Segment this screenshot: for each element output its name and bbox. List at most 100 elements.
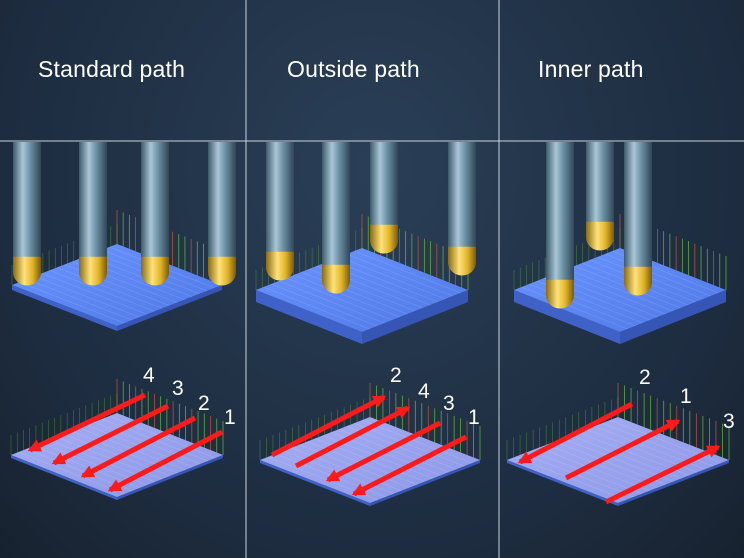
plate-top (256, 248, 468, 332)
plate-hatch (522, 453, 635, 498)
tool-shank (13, 142, 41, 263)
plate-hatch (49, 269, 155, 312)
plate-hatch (361, 419, 473, 464)
plate-hatch (286, 277, 393, 321)
plate-hatch (346, 253, 454, 297)
tool-tip (448, 246, 476, 276)
plate-side (514, 290, 620, 344)
tool-tip (586, 221, 614, 251)
tool-tip (546, 279, 574, 309)
title-standard-path: Standard path (38, 56, 186, 82)
plate-side (117, 285, 222, 331)
plate-hatch (26, 278, 133, 321)
inner-order-label: 2 (639, 366, 651, 389)
outside-order-label: 2 (390, 364, 402, 387)
plate-hatch (562, 438, 674, 482)
inner-order-label: 1 (680, 385, 692, 408)
plate-hatch (604, 253, 712, 297)
ball-end-mill-icon (13, 142, 41, 286)
outside-order-label: 4 (418, 380, 430, 403)
tool-tip (79, 256, 107, 286)
tool-shank (322, 142, 350, 271)
plate-hatch (270, 283, 378, 327)
plate-side (12, 285, 117, 331)
ball-end-mill-icon (141, 142, 169, 286)
ball-end-mill-icon (370, 142, 398, 254)
plate-side (618, 460, 729, 506)
direction-arrow-icon (564, 418, 681, 481)
title-inner-path: Inner path (538, 56, 644, 82)
tool-shank (546, 142, 574, 286)
standard-order-label: 4 (143, 364, 155, 387)
tool-tip (141, 256, 169, 286)
tool-shank (141, 142, 169, 263)
plate-hatch (263, 286, 370, 330)
plate-side (260, 460, 370, 506)
ball-end-mill-icon (322, 142, 350, 294)
plate-hatch (19, 281, 125, 324)
workpiece-plate-lower (507, 417, 729, 506)
plate-hatch (18, 451, 125, 495)
plate-hatch (538, 447, 650, 492)
outside-order-label: 1 (468, 406, 480, 429)
tool-shank (266, 142, 294, 258)
tool-tip (370, 224, 398, 254)
direction-arrow-icon (294, 405, 411, 469)
direction-arrow-icon (270, 394, 387, 458)
tool-shank (448, 142, 476, 253)
direction-arrow-icon (80, 415, 197, 479)
tool-tip (13, 256, 41, 286)
plate-hatch (293, 274, 401, 318)
inner-order-label: 3 (723, 410, 735, 433)
plate-hatch (554, 441, 666, 485)
direction-arrow-icon (107, 429, 224, 493)
plate-side (11, 455, 117, 500)
tool-tip (322, 264, 350, 294)
plate-hatch (559, 271, 666, 315)
tool-tip (208, 256, 236, 286)
tool-tip (624, 266, 652, 296)
ball-end-mill-icon (79, 142, 107, 286)
direction-arrow-icon (351, 434, 468, 497)
plate-hatch (546, 444, 658, 489)
standard-order-label: 1 (224, 406, 236, 429)
ball-end-mill-icon (624, 142, 652, 296)
plate-hatch (530, 450, 642, 495)
direction-arrow-icon (27, 392, 147, 453)
direction-arrow-icon (51, 403, 170, 466)
plate-hatch (566, 268, 674, 312)
plate-side (117, 455, 223, 500)
plate-hatch (56, 267, 163, 309)
ball-end-mill-icon (546, 142, 574, 309)
standard-order-label: 3 (172, 377, 184, 400)
direction-arrow-icon (604, 444, 721, 505)
plate-hatch (301, 271, 408, 315)
ball-end-mill-icon (208, 142, 236, 286)
direction-arrow-icon (325, 420, 442, 483)
plate-hatch (339, 256, 446, 300)
tool-shank (586, 142, 614, 228)
tool-shank (370, 142, 398, 231)
standard-order-label: 2 (198, 392, 210, 415)
workpiece-plate (12, 244, 222, 331)
plate-hatch (354, 250, 461, 294)
direction-arrow-icon (517, 401, 634, 465)
plate-side (620, 290, 726, 344)
plate-hatch (34, 275, 140, 318)
plate-hatch (354, 422, 465, 467)
workpiece-plate (514, 248, 726, 344)
tool-tip (266, 251, 294, 281)
title-outside-path: Outside path (287, 56, 420, 82)
plate-hatch (278, 280, 385, 324)
tool-shank (79, 142, 107, 263)
ball-end-mill-icon (586, 142, 614, 251)
plate-side (362, 290, 468, 344)
plate-side (507, 460, 618, 506)
outside-order-label: 3 (443, 392, 455, 415)
ball-end-mill-icon (448, 142, 476, 276)
plate-top (12, 244, 222, 326)
plate-hatch (346, 425, 457, 470)
tool-shank (208, 142, 236, 263)
